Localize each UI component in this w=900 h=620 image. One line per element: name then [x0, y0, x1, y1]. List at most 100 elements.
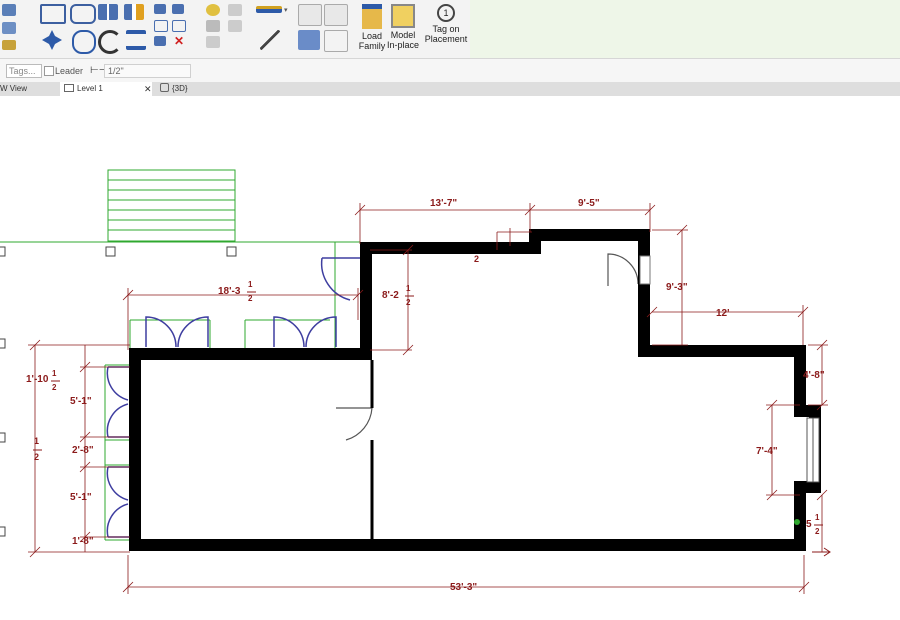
interior-doors [336, 253, 639, 441]
tab-level-1[interactable]: Level 1 [60, 82, 152, 96]
exterior-walls[interactable] [129, 229, 821, 551]
dim-9-3[interactable]: 9'-3" [666, 282, 688, 293]
move-icon[interactable] [42, 30, 62, 50]
tab-label: {3D} [172, 84, 188, 93]
leader-length-field[interactable]: 1/2" [104, 64, 191, 78]
delete-icon[interactable]: ✕ [174, 34, 185, 48]
door-interior[interactable] [336, 407, 373, 441]
site-steps[interactable] [107, 169, 236, 242]
paste-icon[interactable] [2, 22, 16, 34]
tab-3d[interactable]: {3D} [156, 82, 204, 96]
door-west-c[interactable] [106, 466, 132, 501]
chevron-down-icon[interactable]: ▾ [284, 7, 288, 14]
load-family-label-1: Load [361, 31, 383, 41]
dim-left-frac-den: 2 [34, 452, 39, 462]
window-north[interactable] [639, 255, 651, 285]
dim-13-7[interactable]: 13'-7" [430, 198, 457, 209]
dim-7-4[interactable]: 7'-4" [756, 446, 778, 457]
snap-point [794, 519, 800, 525]
tab-label: Level 1 [77, 84, 103, 93]
close-icon[interactable]: ✕ [144, 84, 152, 94]
load-family-icon [362, 4, 382, 29]
dimension-labels: 13'-7" 9'-5" 2 18'-3 1 2 8'-2 1 2 9'-3" … [26, 198, 825, 593]
tag-on-placement-label-1: Tag on [432, 24, 460, 34]
ribbon: ✕ ▾ Load Family Model In-place 1 Tag on … [0, 0, 900, 58]
dimension-lines [28, 203, 828, 594]
model-inplace-label-1: Model [390, 30, 416, 40]
assembly-icon[interactable] [298, 30, 320, 50]
dim-8-2[interactable]: 8'-2 [382, 290, 399, 301]
parts-icon[interactable] [324, 30, 348, 52]
pin-icon[interactable] [172, 20, 186, 32]
dim-5-frac-den: 2 [815, 527, 820, 536]
dim-12[interactable]: 12' [716, 308, 730, 319]
dim-2[interactable]: 2 [474, 254, 479, 264]
tag-on-placement-label-2: Placement [424, 34, 468, 44]
linework-icon[interactable] [228, 20, 242, 32]
dim-1-10-frac-num: 1 [52, 369, 57, 378]
door-west-a[interactable] [106, 366, 132, 401]
join-icon[interactable] [228, 4, 242, 16]
door-side-upper[interactable] [320, 257, 360, 301]
leader-length-icon: ⊢⊣ [90, 65, 108, 76]
mirror-draw-icon[interactable] [124, 4, 144, 20]
model-inplace-button[interactable]: Model In-place [386, 2, 420, 54]
dim-8-2-frac-den: 2 [406, 298, 411, 307]
mirror-axis-icon[interactable] [98, 4, 118, 20]
door-exterior-left-b[interactable] [177, 316, 209, 348]
view-tabs: W View Level 1 ✕ {3D} [0, 82, 900, 96]
copy-tool-icon[interactable] [72, 30, 96, 54]
dim-2-8[interactable]: 2'-8" [72, 445, 94, 456]
dim-5[interactable]: 5 [806, 519, 812, 530]
leader-checkbox[interactable] [44, 66, 54, 76]
tab-elevation-view[interactable]: W View [0, 82, 56, 96]
paint-icon[interactable] [206, 20, 220, 32]
offset-icon[interactable] [70, 4, 96, 24]
dimension-icon[interactable] [256, 6, 282, 13]
dim-4-8[interactable]: 4'-8" [803, 370, 825, 381]
array-icon[interactable] [172, 4, 184, 14]
split-icon[interactable] [154, 4, 166, 14]
dim-5-frac-num: 1 [815, 513, 820, 522]
dim-1-10-frac-den: 2 [52, 383, 57, 392]
dim-9-5[interactable]: 9'-5" [578, 198, 600, 209]
rotate-icon[interactable] [98, 30, 122, 54]
load-family-label-2: Family [358, 41, 386, 51]
selection-grips[interactable] [0, 246, 237, 537]
load-family-button[interactable]: Load Family [354, 2, 390, 54]
create-group-icon[interactable] [324, 4, 348, 26]
door-swings [106, 257, 360, 538]
scale-icon[interactable] [154, 20, 168, 32]
unpin-icon[interactable] [154, 36, 166, 46]
measure-icon[interactable] [2, 40, 16, 50]
dim-5-1-a[interactable]: 5'-1" [70, 396, 92, 407]
dim-5-1-b[interactable]: 5'-1" [70, 492, 92, 503]
leader-label: Leader [55, 66, 84, 76]
trim-icon[interactable] [126, 30, 146, 50]
door-exterior-left-a[interactable] [145, 316, 177, 348]
dim-18-3[interactable]: 18'-3 [218, 286, 241, 297]
dim-1-8[interactable]: 1'-8" [72, 536, 94, 547]
align-icon[interactable] [40, 4, 66, 24]
door-west-b[interactable] [106, 403, 132, 438]
group-icon[interactable] [298, 4, 322, 26]
door-exterior-mid-b[interactable] [305, 316, 337, 348]
door-corner[interactable] [607, 253, 639, 286]
detail-line-icon[interactable] [260, 30, 280, 50]
dim-53-3[interactable]: 53'-3" [450, 582, 477, 593]
ribbon-contextual-panel [470, 0, 900, 58]
copy-icon[interactable] [2, 4, 16, 16]
arrow-right-icon [812, 547, 831, 557]
door-west-d[interactable] [106, 503, 132, 538]
drawing-canvas[interactable]: 13'-7" 9'-5" 2 18'-3 1 2 8'-2 1 2 9'-3" … [0, 96, 900, 615]
model-inplace-icon [391, 4, 415, 28]
split-face-icon[interactable] [206, 36, 220, 48]
door-exterior-mid-a[interactable] [273, 316, 305, 348]
tags-field[interactable]: Tags... [6, 64, 42, 78]
tag-icon: 1 [437, 4, 455, 22]
floor-plan-drawing: 13'-7" 9'-5" 2 18'-3 1 2 8'-2 1 2 9'-3" … [0, 169, 831, 594]
dim-1-10[interactable]: 1'-10 [26, 374, 49, 385]
options-bar: Tags... Leader ⊢⊣ 1/2" [0, 58, 900, 84]
tag-on-placement-button[interactable]: 1 Tag on Placement [424, 2, 468, 54]
view-icon[interactable] [206, 4, 220, 16]
